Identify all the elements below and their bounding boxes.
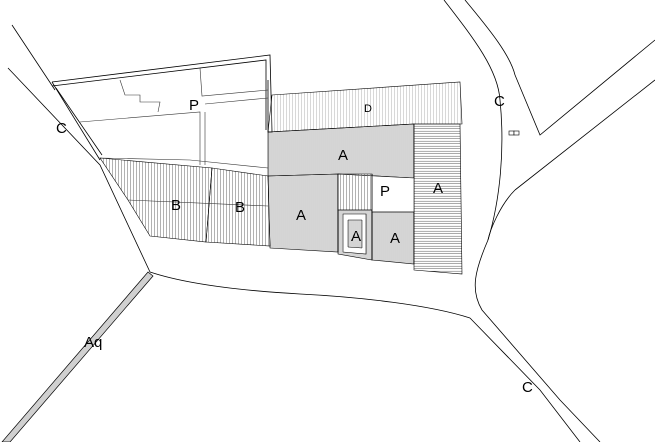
- aqueduct-label: Aq: [84, 334, 102, 351]
- parcel-label-a-small: A: [390, 230, 400, 247]
- road-label-north-east: C: [494, 93, 505, 110]
- parcel-label-a-east: A: [433, 180, 443, 197]
- parcel-label-d: D: [364, 103, 372, 115]
- parcel-label-p-center: P: [380, 183, 390, 200]
- aqueduct: [1, 271, 154, 442]
- parcel-b-middle: [127, 167, 271, 247]
- road-north-east: [443, 0, 655, 241]
- parcel-a-east: [413, 123, 463, 275]
- parcel-a-small: [371, 211, 415, 265]
- parcel-label-b-middle: B: [235, 199, 245, 216]
- parcel-label-b-west: B: [171, 197, 181, 214]
- parcel-b-west: [99, 157, 213, 243]
- road-north-west: [7, 24, 151, 273]
- parcel-label-a-center: A: [296, 207, 306, 224]
- road-label-north-west: C: [56, 120, 67, 137]
- parcel-p-north: [51, 54, 273, 169]
- road-label-south-east: C: [522, 379, 533, 396]
- parcel-label-p-north: P: [189, 97, 199, 114]
- parcel-p-center: [337, 173, 415, 213]
- parcel-label-a-inner: A: [351, 228, 361, 245]
- parcel-label-a-upper: A: [338, 147, 348, 164]
- boundary-marker-icon: [508, 130, 520, 136]
- road-south-east: [149, 239, 601, 442]
